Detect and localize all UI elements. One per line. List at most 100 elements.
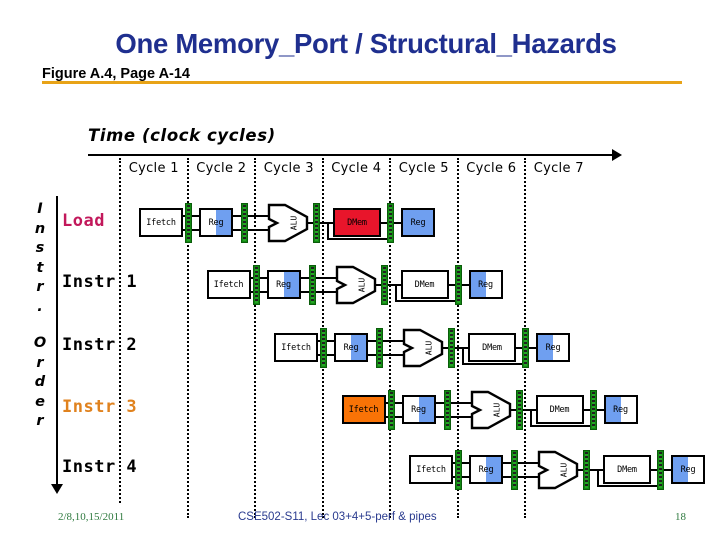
pipeline-latch	[443, 390, 451, 430]
pipeline-latch	[657, 450, 664, 490]
cycle-label-4: Cycle 4	[331, 161, 382, 176]
reg-box: Reg	[468, 270, 503, 299]
reg-box: Reg	[469, 455, 503, 484]
pipeline-latch	[589, 390, 597, 430]
pipeline-latch	[387, 390, 395, 430]
alu-unit: ALU	[537, 450, 579, 490]
connection-wire	[319, 222, 339, 224]
pipeline-latch	[511, 450, 518, 490]
alu-label: ALU	[289, 215, 299, 231]
pipeline-latch	[455, 450, 462, 490]
alu-unit: ALU	[267, 203, 309, 243]
time-axis-label: Time (clock cycles)	[88, 126, 276, 145]
instr-order-letter: d	[34, 374, 46, 390]
dmem-label: DMem	[549, 404, 570, 415]
connection-wire	[595, 409, 606, 411]
pipeline-latch	[583, 450, 590, 490]
reg-label: Reg	[208, 217, 224, 228]
connection-wire	[449, 402, 474, 404]
cycle-label-1: Cycle 1	[128, 161, 179, 176]
reg-half-fill	[470, 272, 486, 297]
dmem-box: DMem	[535, 395, 584, 424]
reg-box: Reg	[266, 270, 301, 299]
connection-wire	[663, 469, 673, 471]
title-divider	[42, 81, 682, 84]
page-subtitle: Figure A.4, Page A-14	[42, 66, 190, 82]
reg-half-fill	[351, 335, 366, 360]
reg-label: Reg	[276, 279, 291, 290]
connection-wire	[509, 409, 520, 411]
connection-wire	[460, 284, 471, 286]
cycle-separator-6	[456, 158, 459, 518]
instruction-label: Instr 3	[62, 397, 138, 417]
reg-box: Reg	[536, 333, 570, 362]
connection-wire	[517, 462, 541, 464]
connection-wire	[449, 416, 474, 418]
cycle-separator-1	[119, 158, 121, 503]
ifetch-box: Ifetch	[341, 395, 386, 424]
reg-box: Reg	[603, 395, 638, 424]
connection-wire	[247, 229, 271, 231]
instr-order-letter: e	[35, 393, 45, 410]
reg-label: Reg	[343, 342, 359, 353]
pipeline-latch	[380, 265, 388, 305]
instr-order-letter: s	[35, 240, 45, 256]
cycle-separator-3	[254, 158, 256, 518]
instr-order-axis-line	[56, 196, 58, 486]
instruction-label: Instr 4	[62, 457, 138, 477]
alu-label: ALU	[424, 340, 434, 356]
connection-wire	[382, 340, 406, 342]
footer-course: CSE502-S11, Lec 03+4+5-perf & pipes	[238, 511, 437, 523]
instr-order-letter: r	[36, 354, 44, 371]
connection-wire	[393, 222, 403, 224]
instr-order-letter: O	[33, 335, 47, 351]
alu-label: ALU	[357, 277, 366, 293]
connection-wire	[521, 409, 542, 411]
alu-unit: ALU	[470, 390, 512, 430]
connection-wire	[247, 215, 271, 217]
connection-wire	[314, 277, 339, 279]
connection-wire	[314, 291, 339, 293]
reg-box: Reg	[199, 208, 233, 237]
pipeline-latch	[313, 203, 320, 243]
instruction-label: Load	[62, 211, 105, 231]
reg-half-fill	[216, 210, 231, 235]
connection-wire	[454, 347, 474, 349]
pipeline-latch	[185, 203, 192, 243]
reg-half-fill	[418, 397, 434, 422]
pipeline-latch	[522, 328, 529, 368]
instruction-label: Instr 1	[62, 272, 138, 292]
pipeline-row: Ifetch Reg ALU DMem Reg	[0, 265, 720, 305]
dmem-box: DMem	[400, 270, 449, 299]
instr-order-letter: r	[36, 413, 44, 429]
dmem-label: DMem	[617, 464, 637, 475]
page-title: One Memory_Port / Structural_Hazards	[115, 28, 617, 59]
instr-order-letter: n	[34, 220, 46, 237]
connection-wire	[307, 222, 317, 224]
reg-label: Reg	[410, 217, 426, 228]
reg-label: Reg	[478, 279, 493, 290]
cycle-label-2: Cycle 2	[196, 161, 247, 176]
reg-box: Reg	[334, 333, 368, 362]
ifetch-box: Ifetch	[206, 270, 251, 299]
ifetch-label: Ifetch	[213, 279, 244, 290]
cycle-separator-2	[186, 158, 189, 518]
ifetch-label: Ifetch	[281, 342, 311, 353]
ifetch-box: Ifetch	[409, 455, 453, 484]
reg-label: Reg	[545, 342, 561, 353]
cycle-label-3: Cycle 3	[263, 161, 314, 176]
instr-order-axis-arrow-icon	[51, 484, 63, 494]
cycle-label-6: Cycle 6	[466, 161, 517, 176]
pipeline-latch	[320, 328, 327, 368]
ifetch-label: Ifetch	[416, 464, 446, 475]
instr-order-letter: I	[37, 201, 43, 217]
alu-label: ALU	[492, 402, 501, 418]
connection-wire	[374, 284, 385, 286]
instruction-label: Instr 2	[62, 335, 138, 355]
pipeline-latch	[252, 265, 260, 305]
pipeline-latch	[515, 390, 523, 430]
reg-half-fill	[538, 335, 553, 360]
